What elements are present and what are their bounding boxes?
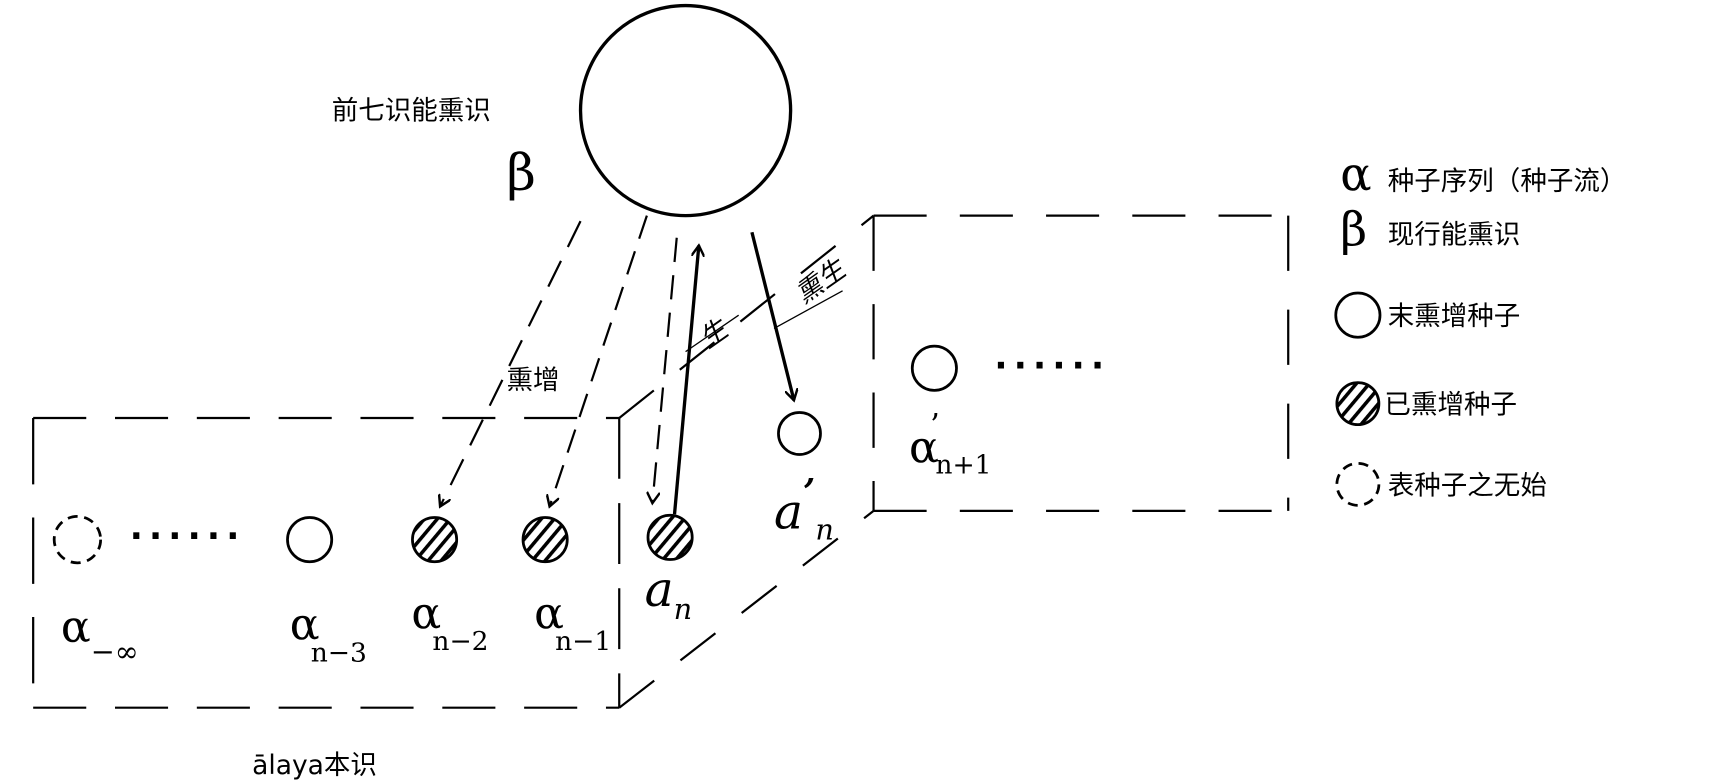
- open-circle-icon: [1334, 291, 1382, 339]
- xunsheng-arrow: [750, 231, 794, 400]
- legend-item-perfumed: 已熏增种子: [1335, 381, 1517, 427]
- seed-future: [910, 344, 958, 392]
- alaya-box-front: [32, 214, 875, 709]
- svg-text:α: α: [1340, 147, 1371, 201]
- legend-item-beta: β 现行能熏识: [1340, 202, 1520, 256]
- ellipsis-left: ······: [125, 513, 241, 557]
- ellipsis-right: ······: [990, 343, 1106, 387]
- svg-text:种子序列（种子流）: 种子序列（种子流）: [1388, 166, 1627, 197]
- legend: α 种子序列（种子流） β 现行能熏识 末熏增种子 已熏增种子 表种子之无始: [1334, 147, 1626, 507]
- top-label: 前七识能熏识: [332, 95, 491, 126]
- alaya-label: ālaya本识: [252, 750, 377, 781]
- alaya-box-back: [872, 214, 1290, 512]
- svg-text:生: 生: [694, 313, 736, 355]
- seed-perfumed-n: [646, 513, 694, 561]
- svg-text:已熏增种子: 已熏增种子: [1384, 390, 1517, 421]
- xunzeng-label: 熏增: [506, 365, 559, 396]
- beginningless-seed: [52, 515, 103, 565]
- sheng-arrow: [672, 245, 699, 515]
- svg-text:现行能熏识: 现行能熏识: [1388, 219, 1521, 250]
- label-a-prime-n: a’n: [774, 472, 834, 546]
- legend-item-alpha: α 种子序列（种子流）: [1340, 147, 1626, 201]
- svg-text:表种子之无始: 表种子之无始: [1388, 470, 1547, 501]
- seed-perfumed-n1: [521, 516, 569, 564]
- legend-item-beginningless: 表种子之无始: [1335, 461, 1547, 507]
- dashed-circle-icon: [1335, 461, 1381, 507]
- xunzeng-arrow-1: [440, 220, 582, 506]
- seed-new-n: [777, 411, 822, 456]
- xunzeng-arrow-2: [550, 215, 648, 507]
- svg-text:熏生: 熏生: [790, 253, 853, 310]
- hatched-circle-icon: [1335, 381, 1381, 427]
- consciousness-circle: [578, 3, 793, 218]
- xunzeng-arrow-3: [652, 237, 678, 503]
- label-a-n: an: [645, 562, 693, 626]
- label-alpha-neg-inf: α−∞: [61, 601, 139, 668]
- beta-symbol: β: [506, 143, 535, 202]
- label-alpha-prime-n-plus-1: α’n+1: [909, 408, 992, 481]
- seed-perfumed-n2: [411, 516, 459, 564]
- seed-unperfumed: [286, 516, 334, 564]
- legend-item-unperfumed: 末熏增种子: [1334, 291, 1521, 339]
- svg-text:末熏增种子: 末熏增种子: [1388, 301, 1521, 332]
- svg-text:β: β: [1340, 202, 1367, 256]
